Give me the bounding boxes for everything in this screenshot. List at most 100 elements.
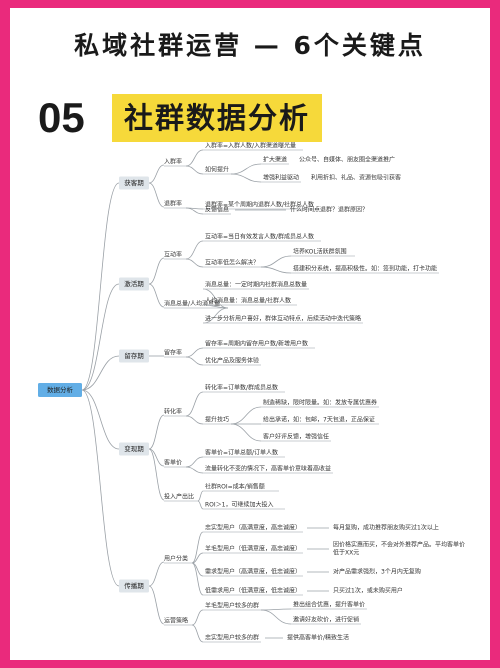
sub-label: 投入产出比	[164, 493, 194, 501]
item-connector	[185, 149, 204, 167]
item-connector	[185, 415, 204, 425]
item-text: 进一步分析用户喜好，群体互动特点，后续活动中迭代策略	[205, 315, 361, 323]
item-connector	[191, 562, 204, 596]
leaf-text: 客户好评反馈，增强信任	[263, 433, 329, 441]
item-text: 反馈信息	[205, 206, 229, 214]
item-text: 客单价=订单总额/订单人数	[205, 449, 278, 457]
item-connector	[202, 288, 229, 309]
leaf-connector	[260, 609, 292, 625]
item-connector	[185, 391, 204, 417]
leaf-text: 推出组合优惠，提升客单价	[293, 601, 365, 609]
leaf-connector	[260, 255, 292, 268]
item-note: 提供高客单价/精致生活	[287, 634, 349, 642]
item-text: 退群率=某个周期内退群人数/社群总人数	[205, 201, 314, 209]
item-connector	[191, 531, 204, 564]
item-text: 人均消息量：消息总量/社群人数	[205, 297, 291, 305]
item-connector	[185, 456, 204, 468]
sub-connector	[148, 182, 165, 208]
leaf-text: 制造稀缺，限时限量。如：发放专属优惠券	[263, 399, 377, 407]
item-connector	[185, 356, 204, 366]
branch-connector	[81, 389, 120, 450]
item-connector	[191, 552, 204, 564]
item-note: 低于XX元	[333, 549, 359, 557]
sub-label: 转化率	[164, 408, 182, 416]
item-connector	[197, 490, 204, 502]
branch-connector	[81, 389, 120, 587]
item-text: 留存率=周期内留存用户数/新增用户数	[205, 340, 308, 348]
sub-connector	[148, 585, 165, 625]
leaf-connector	[230, 423, 262, 442]
item-connector	[202, 307, 229, 324]
item-text: 流量转化不变的情况下，高客单价意味着高收益	[205, 465, 331, 473]
branch-connector	[81, 182, 120, 391]
sub-label: 运营策略	[164, 617, 188, 625]
sub-connector	[148, 561, 165, 587]
leaf-connector	[260, 608, 292, 611]
leaf-text: 增强利益驱动	[263, 174, 299, 182]
item-text: 羊毛型用户（低满意度，高忠诚度）	[205, 545, 301, 553]
root-node	[38, 383, 82, 397]
leaf-note: 利用折扣、礼品、资源包吸引获客	[311, 174, 401, 182]
leaf-text: 邀请好友砍价，进行促销	[293, 616, 359, 624]
sub-label: 入群率	[164, 158, 182, 166]
sub-connector	[148, 414, 165, 450]
sub-connector	[148, 283, 165, 308]
item-connector	[185, 347, 204, 358]
leaf-connector	[260, 266, 292, 274]
section-title: 社群数据分析	[112, 94, 323, 142]
content-card: 私域社群运营 — 6个关键点 05 社群数据分析	[10, 8, 490, 660]
leaf-text: 扩大渠道	[263, 156, 287, 164]
item-text: 转化率=订单数/群成员总数	[205, 384, 278, 392]
branch-connector	[81, 355, 120, 391]
item-text: 忠实型用户（高满意度，高忠诚度）	[205, 524, 301, 532]
leaf-text: 给出承诺，如：包邮，7天包退，正品保证	[263, 416, 375, 424]
item-connector	[185, 466, 204, 474]
branch-node	[119, 176, 149, 190]
item-connector	[197, 500, 204, 510]
item-text: 互动率=当日有效发言人数/群成员总人数	[205, 233, 314, 241]
item-text: 优化产品及服务体验	[205, 357, 259, 365]
leaf-text: 搭建积分系统，提高积极性。如：签到功能，打卡功能	[293, 265, 437, 273]
leaf-text: 培养KOL活跃群氛围	[293, 248, 347, 256]
leaf-connector	[230, 406, 262, 425]
item-text: 提升技巧	[205, 416, 229, 424]
branch-label: 获客期	[124, 178, 144, 187]
item-text: 入群率=入群人数/入群渠道曝光量	[205, 142, 296, 150]
branch-label: 留存期	[124, 351, 144, 360]
branch-node	[119, 442, 149, 456]
item-text: 消息总量：一定时期内社群消息总数量	[205, 281, 307, 289]
sub-label: 互动率	[164, 251, 182, 259]
sub-label: 用户分类	[164, 555, 188, 563]
branch-node	[119, 349, 149, 363]
sub-label: 留存率	[164, 349, 182, 357]
item-text: 忠实型用户较多的群	[205, 634, 259, 642]
item-text: 互动率低怎么解决？	[205, 259, 259, 267]
leaf-connector	[230, 173, 262, 183]
item-note: 每月复购，成功推荐朋友购买过1次以上	[333, 524, 439, 532]
sub-connector	[148, 257, 165, 285]
branch-node	[119, 579, 149, 593]
root-node-label: 数据分析	[47, 385, 74, 394]
sub-label: 退群率	[164, 200, 182, 208]
item-text: 需求型用户（高满意度，低忠诚度）	[205, 568, 301, 576]
section-number: 05	[38, 94, 85, 141]
branch-connector	[81, 283, 120, 391]
leaf-note: 公众号、自媒体、朋友圈全渠道推广	[299, 156, 395, 164]
sub-label: 消息总量/人均消息量	[164, 300, 220, 308]
item-text: 低需求用户（低满意度，低忠诚度）	[205, 587, 301, 595]
sub-label: 客单价	[164, 459, 182, 467]
item-text: 社群ROI=成本/销售额	[205, 483, 265, 491]
item-note: 因价格实惠而买，不会对外推荐产品。平均客单价	[333, 541, 465, 549]
branch-label: 变现期	[124, 444, 144, 453]
leaf-connector	[230, 163, 262, 175]
item-connector	[185, 258, 204, 268]
sub-connector	[148, 448, 165, 501]
item-text: ROI＞1，可继续加大投入	[205, 501, 273, 509]
item-connector	[191, 624, 204, 643]
item-connector	[191, 609, 204, 626]
item-note: 对产品需求强烈，3个月内无复购	[333, 568, 421, 576]
item-note: 什么时间点退群？退群原因？	[290, 206, 368, 214]
branch-label: 传播期	[124, 581, 144, 590]
item-connector	[185, 165, 204, 175]
